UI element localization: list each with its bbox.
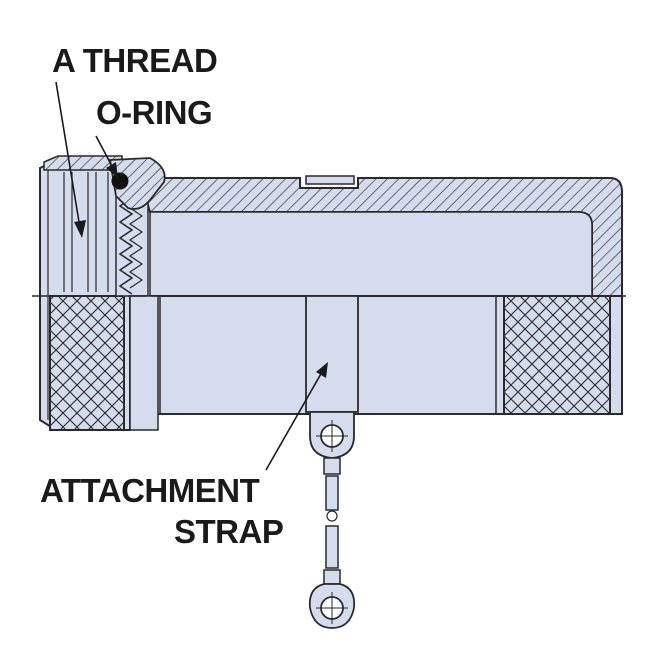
- a-thread-leader: [55, 81, 86, 238]
- attachment-strap-label-line2: STRAP: [174, 513, 284, 550]
- attachment-strap-label-line1: ATTACHMENT: [40, 472, 260, 509]
- attachment-strap: [305, 295, 359, 629]
- right-knurl-grip: [503, 295, 611, 415]
- o-ring: [111, 172, 129, 190]
- left-knurl-grip: [49, 295, 125, 431]
- a-thread-label: A THREAD: [52, 42, 218, 79]
- attachment-strap-leader: [265, 362, 328, 471]
- cap-body: [138, 175, 623, 297]
- strap-slot: [305, 175, 355, 185]
- o-ring-leader: [95, 135, 118, 178]
- o-ring-label: O-RING: [96, 94, 213, 131]
- o-ring-seat: [108, 157, 166, 210]
